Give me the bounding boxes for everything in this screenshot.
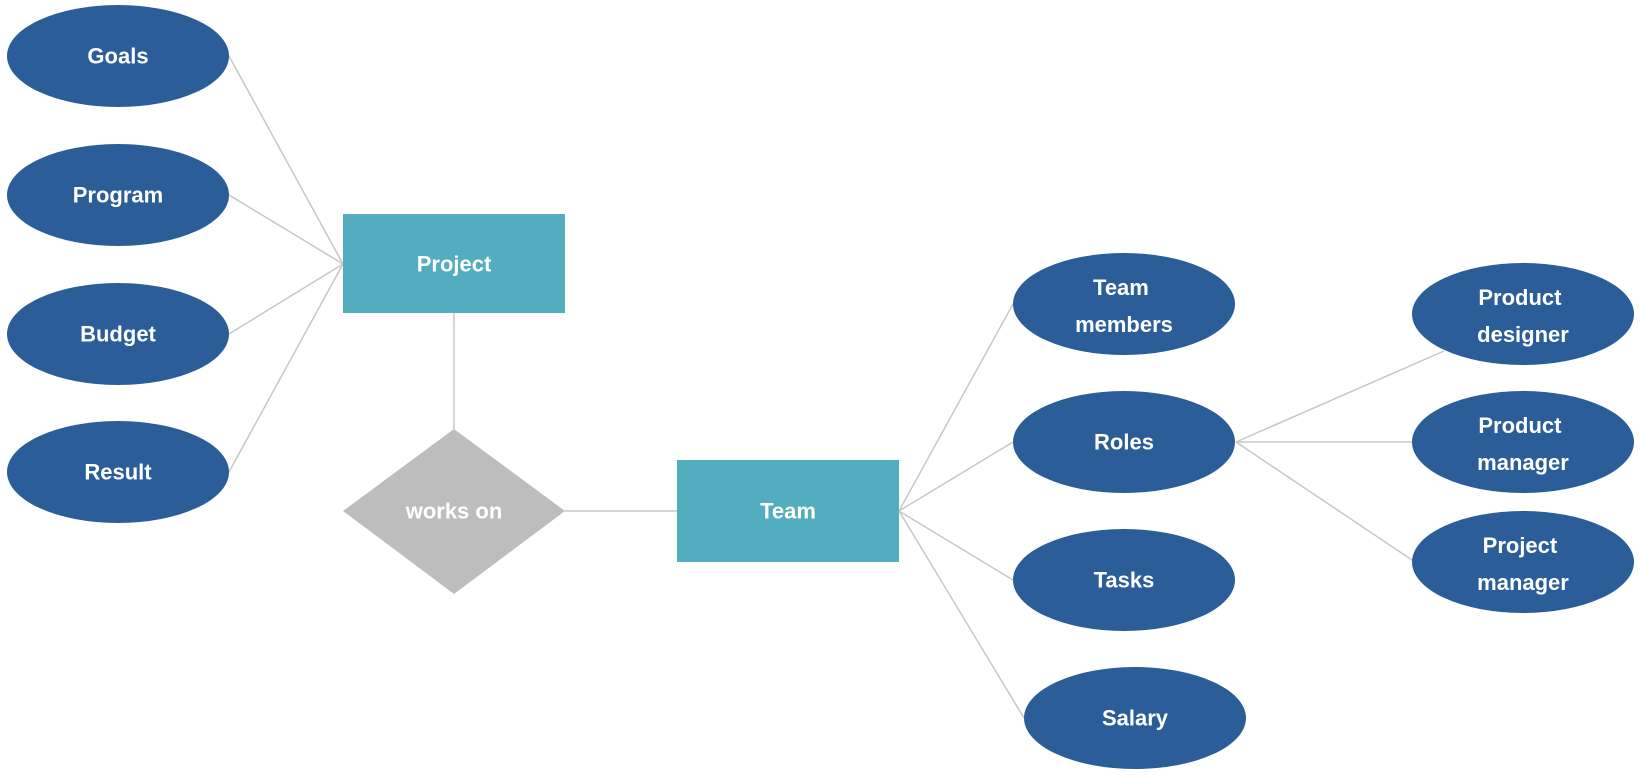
- connector-roles-product-designer: [1235, 350, 1445, 443]
- attribute-tasks: Tasks: [1013, 529, 1235, 631]
- connector-roles-project-manager: [1235, 441, 1413, 561]
- attribute-product-designer-line-1: Product: [1478, 285, 1562, 310]
- attribute-project-manager-label: Project manager: [1477, 533, 1569, 595]
- connector-team-team-members: [898, 303, 1014, 512]
- attribute-product-manager-line-1: Product: [1478, 413, 1562, 438]
- attribute-product-manager: Product manager: [1412, 391, 1634, 493]
- connector-team-salary: [898, 510, 1025, 719]
- attribute-team-members: Team members: [1013, 253, 1235, 355]
- relationship-works-on-label: works on: [405, 499, 503, 524]
- entity-project-label: Project: [417, 252, 492, 277]
- attribute-project-manager-line-1: Project: [1483, 533, 1558, 558]
- attribute-team-members-line-1: Team: [1093, 275, 1149, 300]
- attribute-salary-label: Salary: [1102, 706, 1169, 731]
- attribute-project-manager: Project manager: [1412, 511, 1634, 613]
- attribute-program: Program: [7, 144, 229, 246]
- connector-budget-project: [228, 263, 344, 335]
- connector-team-tasks: [898, 510, 1014, 581]
- entity-project: Project: [343, 214, 565, 313]
- attribute-result-label: Result: [84, 460, 152, 485]
- connector-program-project: [228, 194, 344, 265]
- entity-team-label: Team: [760, 499, 816, 524]
- attribute-budget-label: Budget: [80, 322, 156, 347]
- attribute-team-members-line-2: members: [1075, 312, 1173, 337]
- attribute-product-manager-line-2: manager: [1477, 450, 1569, 475]
- attribute-product-designer: Product designer: [1412, 263, 1634, 365]
- attribute-tasks-label: Tasks: [1094, 568, 1155, 593]
- attribute-roles-label: Roles: [1094, 430, 1154, 455]
- connectors: [228, 55, 1445, 719]
- attribute-goals: Goals: [7, 5, 229, 107]
- connector-result-project: [228, 263, 344, 473]
- attribute-goals-label: Goals: [87, 44, 148, 69]
- attribute-product-manager-label: Product manager: [1477, 413, 1569, 475]
- attribute-salary: Salary: [1024, 667, 1246, 769]
- attribute-budget: Budget: [7, 283, 229, 385]
- attribute-project-manager-line-2: manager: [1477, 570, 1569, 595]
- attribute-result: Result: [7, 421, 229, 523]
- connector-goals-project: [228, 55, 344, 265]
- attribute-program-label: Program: [73, 183, 163, 208]
- relationship-works-on: works on: [343, 429, 565, 594]
- connector-team-roles: [898, 441, 1014, 512]
- attribute-roles: Roles: [1013, 391, 1235, 493]
- entity-team: Team: [677, 460, 899, 562]
- attribute-team-members-label: Team members: [1075, 275, 1173, 337]
- attribute-product-designer-line-2: designer: [1477, 322, 1569, 347]
- attribute-product-designer-label: Product designer: [1477, 285, 1569, 347]
